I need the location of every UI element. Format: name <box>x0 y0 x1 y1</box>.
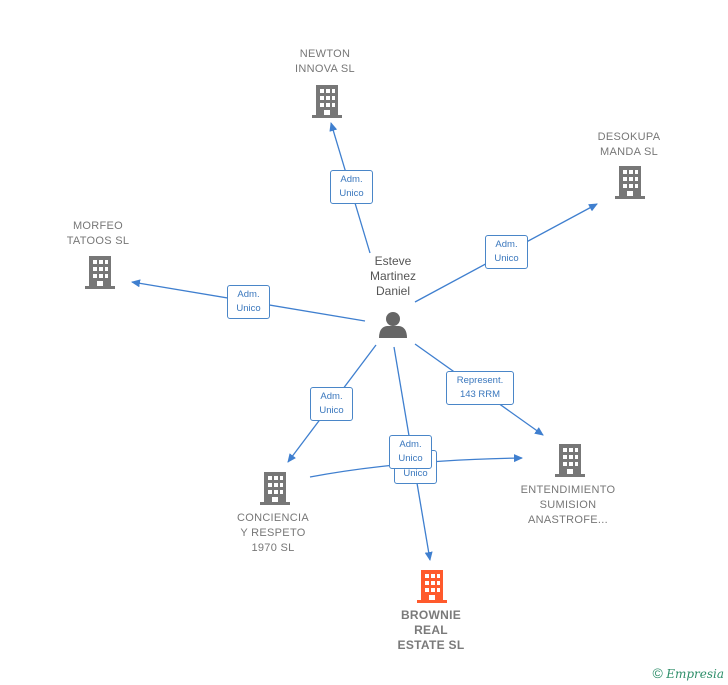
edge-label-newton: Adm. Unico <box>330 170 373 204</box>
building-icon-entendimiento <box>555 444 585 477</box>
building-icon-conciencia <box>260 472 290 505</box>
footer-brand: © Empresia <box>653 665 724 681</box>
company-label-brownie[interactable]: BROWNIE REAL ESTATE SL <box>397 608 465 652</box>
company-label-desokupa[interactable]: DESOKUPA MANDA SL <box>597 131 661 158</box>
company-label-entendimiento[interactable]: ENTENDIMIENTO SUMISION ANASTROFE... <box>520 484 616 526</box>
person-icon <box>379 312 407 338</box>
building-icon-morfeo <box>85 256 115 289</box>
edge-label-entendimiento: Represent. 143 RRM <box>446 371 514 405</box>
edge-label-conciencia: Adm. Unico <box>310 387 353 421</box>
company-label-newton[interactable]: NEWTON INNOVA SL <box>295 48 355 75</box>
company-label-morfeo[interactable]: MORFEO TATOOS SL <box>66 220 130 247</box>
edge-label-morfeo: Adm. Unico <box>227 285 270 319</box>
building-icon-newton <box>312 85 342 118</box>
person-name[interactable]: Esteve Martinez Daniel <box>369 254 416 298</box>
edge-label-desokupa: Adm. Unico <box>485 235 528 269</box>
building-icon-brownie <box>417 570 447 603</box>
copyright-icon: © <box>652 665 663 681</box>
brand-logo: Empresia <box>666 667 724 681</box>
building-icon-desokupa <box>615 166 645 199</box>
edge-label-brownie: Adm. Unico <box>389 435 432 469</box>
company-label-conciencia[interactable]: CONCIENCIA Y RESPETO 1970 SL <box>236 512 310 554</box>
